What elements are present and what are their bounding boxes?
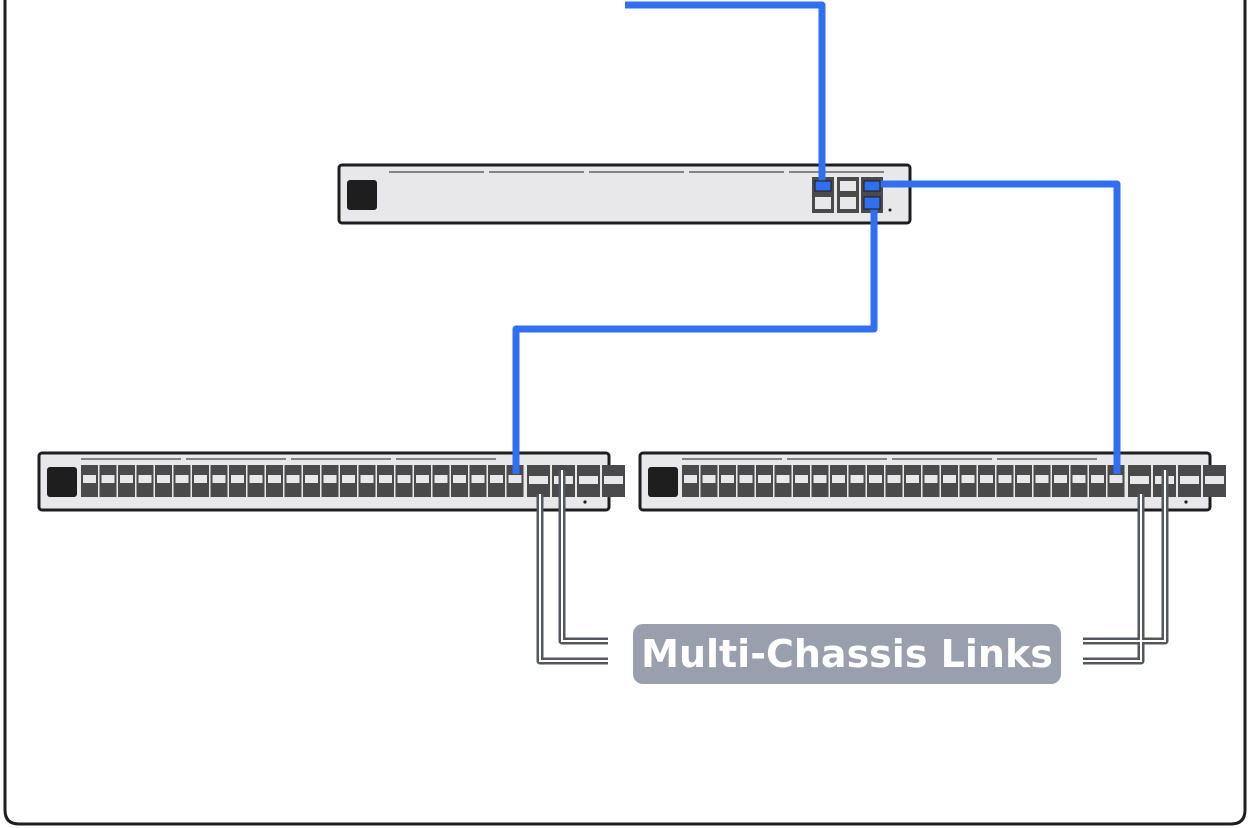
switch-right	[638, 451, 1226, 512]
switch-right-ports	[682, 458, 1226, 504]
multi-chassis-links-label: Multi-Chassis Links	[633, 624, 1061, 684]
router-port-group-2	[837, 177, 859, 213]
uplink-from-top	[625, 1, 826, 185]
switch-left	[37, 451, 625, 512]
diagram-border	[3, 0, 1247, 826]
switch-left-ports	[81, 458, 625, 504]
switch-right-status-block	[648, 467, 678, 497]
uplink-router-to-right-switch	[870, 180, 1121, 474]
mcl-left-1	[536, 494, 608, 665]
router-status-block	[347, 180, 377, 210]
uplink-router-to-left-switch	[512, 203, 878, 474]
mcl-right-1	[1083, 494, 1145, 665]
switch-left-status-block	[47, 467, 77, 497]
